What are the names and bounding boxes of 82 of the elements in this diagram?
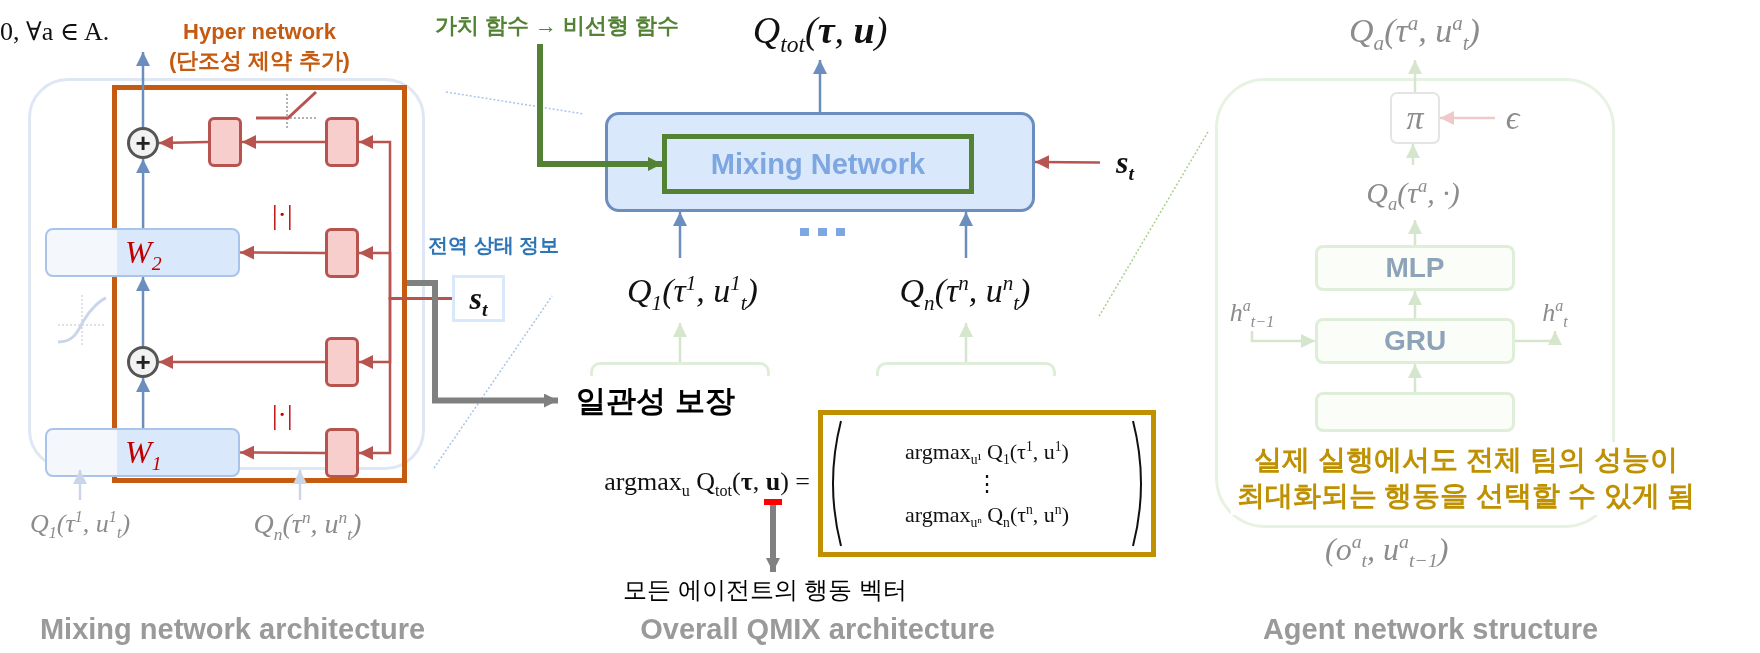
math-label: (o$^{a}$$_{t}$, u$^{a}$$_{t−1}$): [1325, 532, 1449, 568]
highlight-bar: [764, 499, 782, 505]
math-label: W$_{1}$: [125, 435, 162, 470]
hyper-network-heading: Hyper network (단조성 제약 추가): [168, 18, 351, 75]
matrix-row-text: argmax$_{u¹}$ Q$_{1}$(τ$^{1}$, u$^{1}$): [905, 437, 1069, 468]
math-label: Q$_{a}$(τ$^{a}$, u$^{a}$$_{t}$): [1349, 13, 1480, 49]
math-label: Q$_{tot}$(τ, u): [752, 11, 888, 51]
arrow: [136, 52, 150, 127]
mixing-network-box: [605, 112, 1035, 212]
hyper-layer-box: [325, 337, 359, 387]
plus-sign: +: [135, 349, 151, 375]
arrow: [240, 245, 325, 260]
arrow: [673, 212, 687, 258]
arrow: [959, 323, 973, 362]
math-label: s$_{t}$: [469, 281, 488, 316]
vertical-ellipsis: ⋮: [976, 469, 998, 498]
highlight-box: [662, 134, 974, 194]
abs-value-label: |·|: [272, 200, 293, 231]
formula-fragment: 0, ∀a ∈ A.: [0, 18, 110, 47]
box-title: Mixing Network: [710, 148, 926, 180]
arrow: [159, 355, 325, 369]
arrow: [136, 277, 150, 346]
arrow: [537, 44, 662, 171]
formula-label: argmax$_{u}$ Q$_{tot}$(τ, u) =: [603, 468, 810, 497]
arrow: [293, 470, 307, 500]
arrow: [1408, 364, 1422, 392]
math-label: ϵ: [1505, 100, 1520, 136]
layer-box: [1315, 392, 1515, 432]
box-title: GRU: [1383, 326, 1447, 356]
arrow: [73, 470, 87, 500]
caption-label: Agent network structure: [1261, 614, 1600, 646]
sum-node: [127, 127, 159, 159]
sum-node: [127, 346, 159, 378]
arrow: [136, 378, 151, 428]
math-label: Q$_{n}$(τ$^{n}$, u$^{n}$$_{t}$): [253, 509, 362, 539]
arrow: [766, 505, 780, 572]
box-title: MLP: [1385, 253, 1445, 283]
layer-box: [1315, 318, 1515, 364]
arrow: [673, 323, 687, 362]
math-label: Q$_{1}$(τ$^{1}$, u$^{1}$$_{t}$): [29, 510, 131, 538]
arrow: [1408, 291, 1422, 318]
arrow: [1515, 331, 1562, 345]
math-label: W$_{2}$: [125, 235, 162, 270]
weight-box: [45, 228, 240, 277]
abs-value-label: |·|: [272, 400, 293, 431]
arrow: [1406, 144, 1420, 165]
arrow: [359, 297, 452, 460]
arrow: [813, 60, 827, 112]
highlight-box: [818, 410, 1156, 557]
arrow: [1250, 331, 1315, 348]
arrow: [1408, 220, 1422, 245]
hyper-layer-box: [325, 117, 359, 167]
hyper-layer-box: [208, 117, 242, 167]
weight-box: [45, 428, 240, 477]
math-label: Q$_{1}$(τ$^{1}$, u$^{1}$$_{t}$): [627, 272, 758, 309]
callout-text: 모든 에이전트의 행동 벡터: [623, 577, 907, 603]
math-label: s$_{t}$: [1116, 145, 1134, 180]
math-label: Q$_{n}$(τ$^{n}$, u$^{n}$$_{t}$): [899, 272, 1031, 309]
arrow: [158, 135, 209, 150]
annotation-text: 전역 상태 정보: [428, 233, 560, 258]
arrow: [136, 159, 151, 228]
policy-box: [1390, 92, 1440, 144]
math-label: Q$_{a}$(τ$^{a}$, ·): [1366, 176, 1460, 209]
agent-box: [590, 362, 770, 376]
callout-text: 일관성 보장: [576, 384, 735, 417]
plus-sign: +: [135, 130, 151, 156]
hyper-layer-box: [325, 428, 359, 478]
layer-box: [1315, 245, 1515, 291]
hyper-layer-box: [325, 228, 359, 278]
caption-label: Mixing network architecture: [38, 614, 427, 646]
arrow: [959, 212, 973, 258]
caption-label: Overall QMIX architecture: [639, 614, 996, 646]
arrow: [240, 445, 325, 460]
arrow: [1440, 111, 1495, 125]
arrow: [242, 135, 325, 149]
math-label: π: [1406, 100, 1424, 136]
matrix-row-text: argmax$_{uⁿ}$ Q$_{n}$(τ$^{n}$, u$^{n}$): [905, 501, 1069, 532]
arrow: [1035, 155, 1100, 170]
annotation-text: 가치 함수 → 비선형 함수: [434, 14, 680, 38]
agent-box: [876, 362, 1056, 376]
arrow: [407, 280, 558, 408]
arrow: [1408, 60, 1422, 92]
